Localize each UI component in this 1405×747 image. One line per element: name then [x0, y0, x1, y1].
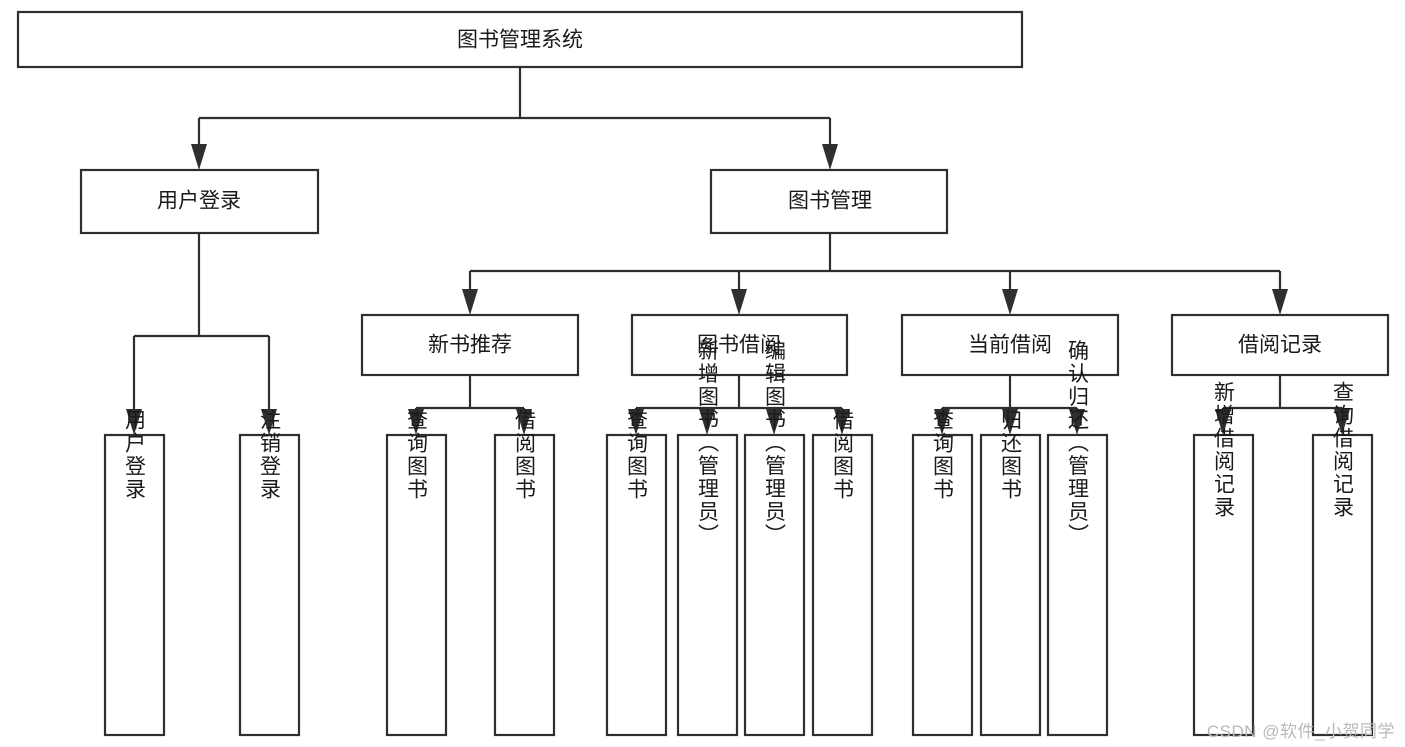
- connector-group-borrow-record-children: [1215, 375, 1350, 435]
- node-leaf-return-book-box[interactable]: [979, 433, 1042, 737]
- node-leaf-query-book-2[interactable]: 查询图书: [605, 409, 668, 737]
- node-leaf-query-book-1[interactable]: 查询图书: [385, 409, 448, 737]
- node-leaf-query-book-3-label: 查询图书: [931, 409, 955, 501]
- node-leaf-borrow-book-1-label: 借阅图书: [513, 409, 537, 501]
- node-leaf-user-login-label: 用户登录: [123, 409, 147, 501]
- node-leaf-user-login[interactable]: 用户登录: [103, 409, 166, 737]
- arrow-head-leaf-user-logout: [261, 409, 277, 435]
- node-leaf-query-book-3-box[interactable]: [911, 433, 974, 737]
- arrow-head-leaf-add-record: [1215, 409, 1231, 435]
- node-leaf-borrow-book-2-label: 借阅图书: [831, 409, 855, 501]
- node-current-borrow[interactable]: 当前借阅: [900, 313, 1120, 377]
- node-current-borrow-label: 当前借阅: [968, 334, 1052, 357]
- node-book-manage-box[interactable]: [709, 168, 949, 235]
- node-book-borrow-label: 图书借阅: [697, 334, 781, 357]
- node-new-book-recommend-box[interactable]: [360, 313, 580, 377]
- node-leaf-user-logout-box[interactable]: [238, 433, 301, 737]
- node-leaf-confirm-return-box[interactable]: [1046, 433, 1109, 737]
- arrow-head-leaf-return-book: [1002, 409, 1018, 435]
- node-new-book-recommend-label: 新书推荐: [428, 334, 512, 357]
- node-leaf-query-book-1-box[interactable]: [385, 433, 448, 737]
- node-leaf-borrow-book-2-box[interactable]: [811, 433, 874, 737]
- node-leaf-user-logout[interactable]: 注销登录: [238, 409, 301, 737]
- arrow-head-leaf-confirm-return: [1069, 409, 1085, 435]
- node-leaf-query-record-box[interactable]: [1311, 433, 1374, 737]
- node-leaf-user-login-box[interactable]: [103, 433, 166, 737]
- arrow-head-book-manage: [822, 144, 838, 170]
- arrow-head-book-borrow: [731, 289, 747, 315]
- connector-group-current-borrow-children: [934, 375, 1085, 435]
- node-leaf-confirm-return-label: 确认归还（管理员）: [1066, 340, 1090, 547]
- node-root[interactable]: 图书管理系统: [16, 10, 1024, 69]
- node-leaf-query-record[interactable]: 查询借阅记录: [1311, 381, 1374, 737]
- node-user-login-box[interactable]: [79, 168, 320, 235]
- arrow-head-leaf-borrow-book-1: [516, 409, 532, 435]
- connector-group-book-borrow-children: [628, 375, 850, 435]
- arrow-head-leaf-query-book-2: [628, 409, 644, 435]
- node-user-login[interactable]: 用户登录: [79, 168, 320, 235]
- node-book-manage-label: 图书管理: [788, 190, 872, 213]
- node-book-borrow-box[interactable]: [630, 313, 849, 377]
- arrow-head-leaf-query-record: [1334, 409, 1350, 435]
- arrow-head-leaf-query-book-3: [934, 409, 950, 435]
- node-leaf-add-book[interactable]: 新增图书（管理员）: [676, 340, 739, 737]
- node-root-box[interactable]: [16, 10, 1024, 69]
- arrow-head-leaf-borrow-book-2: [834, 409, 850, 435]
- node-book-borrow[interactable]: 图书借阅: [630, 313, 849, 377]
- arrow-head-current-borrow: [1002, 289, 1018, 315]
- node-borrow-record[interactable]: 借阅记录: [1170, 313, 1390, 377]
- node-leaf-confirm-return[interactable]: 确认归还（管理员）: [1046, 340, 1109, 737]
- arrow-head-leaf-user-login: [126, 409, 142, 435]
- connector-group-book-manage-children: [462, 233, 1288, 315]
- node-leaf-user-logout-label: 注销登录: [258, 409, 282, 501]
- node-leaf-query-book-2-box[interactable]: [605, 433, 668, 737]
- node-leaf-query-book-2-label: 查询图书: [625, 409, 649, 501]
- watermark: CSDN @软件_小贺同学: [1206, 722, 1395, 741]
- node-book-manage[interactable]: 图书管理: [709, 168, 949, 235]
- node-current-borrow-box[interactable]: [900, 313, 1120, 377]
- node-leaf-borrow-book-1-box[interactable]: [493, 433, 556, 737]
- node-leaf-add-record-box[interactable]: [1192, 433, 1255, 737]
- node-root-label: 图书管理系统: [457, 29, 583, 52]
- node-leaf-query-record-label: 查询借阅记录: [1331, 381, 1355, 519]
- node-leaf-add-record[interactable]: 新增借阅记录: [1192, 381, 1255, 737]
- connector-group-root-to-level2: [191, 67, 838, 170]
- node-new-book-recommend[interactable]: 新书推荐: [360, 313, 580, 377]
- node-leaf-add-record-label: 新增借阅记录: [1212, 381, 1236, 519]
- connector-group-new-book-recommend-children: [408, 375, 532, 435]
- arrow-head-user-login: [191, 144, 207, 170]
- node-leaf-edit-book-label: 编辑图书（管理员）: [763, 340, 787, 547]
- arrow-head-new-book-recommend: [462, 289, 478, 315]
- node-leaf-edit-book[interactable]: 编辑图书（管理员）: [743, 340, 806, 737]
- node-borrow-record-box[interactable]: [1170, 313, 1390, 377]
- node-borrow-record-label: 借阅记录: [1238, 334, 1322, 357]
- node-user-login-label: 用户登录: [157, 190, 241, 213]
- node-leaf-query-book-1-label: 查询图书: [405, 409, 429, 501]
- node-leaf-edit-book-box[interactable]: [743, 433, 806, 737]
- node-leaf-return-book-label: 归还图书: [999, 409, 1023, 501]
- node-leaf-return-book[interactable]: 归还图书: [979, 409, 1042, 737]
- node-leaf-add-book-box[interactable]: [676, 433, 739, 737]
- node-leaf-query-book-3[interactable]: 查询图书: [911, 409, 974, 737]
- connector-group-user-login-children: [126, 233, 277, 435]
- arrow-head-leaf-query-book-1: [408, 409, 424, 435]
- node-leaf-borrow-book-1[interactable]: 借阅图书: [493, 409, 556, 737]
- arrow-head-borrow-record: [1272, 289, 1288, 315]
- arrow-head-leaf-add-book: [699, 409, 715, 435]
- node-leaf-borrow-book-2[interactable]: 借阅图书: [811, 409, 874, 737]
- node-leaf-add-book-label: 新增图书（管理员）: [696, 340, 720, 547]
- arrow-head-leaf-edit-book: [766, 409, 782, 435]
